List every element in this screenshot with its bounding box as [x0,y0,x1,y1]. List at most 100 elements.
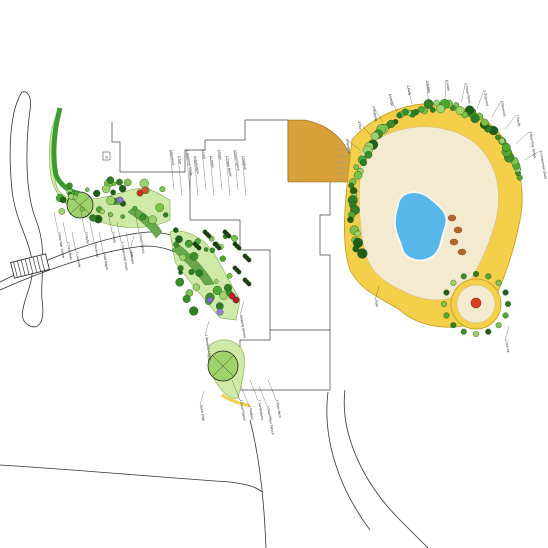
shrub-symbol [110,189,116,196]
shrub-symbol [396,112,403,119]
shrub-symbol [246,257,252,263]
plant-label-text: 3 Azalea [129,251,135,264]
plant-label-text: 6 Liriope [388,94,394,107]
plant-label-text: 3 Boxwood [93,241,100,257]
shrub-symbol [175,277,185,287]
plant-label-text: 1 Fire Pit [504,339,510,352]
shrub-symbol [352,245,360,253]
west-green-band [127,206,163,239]
shrub-symbol [495,134,501,141]
central-bed-label: 3 Dwarf Spirea [233,149,241,191]
plant-label-text: Stone Edge [199,404,206,421]
central-bed-label: 2 Rose [217,149,223,191]
shrub-symbol [450,322,457,329]
plant-label-text: Lawn [129,249,134,257]
plant-label-text: 2 Yew [177,155,183,165]
shrub-symbol [481,118,489,127]
plant-label-text: 3 Yew [357,121,363,131]
pool-arc-label: 3 Blue Rug Juniper [515,131,537,160]
central-bed-label: 1 Crape Myrtle [225,155,233,197]
shrub-symbol [455,106,465,115]
shrub-symbol [73,190,79,196]
central-bed-label: 2 Yew [177,155,183,197]
plant-label-text: 1 Redbud [248,405,254,420]
misc-label: 1 Weeping Cherry [204,320,212,361]
driveway-curve [343,389,429,548]
shrub-symbol [498,137,505,145]
plant-label-text: 3 Azalea [425,80,431,93]
shrub-symbol [192,283,200,291]
shrub-symbol [106,176,115,184]
shrub-symbol [465,105,475,115]
shrub-symbol [189,306,199,316]
plant-label-text: 4 Boxwood [500,100,507,116]
plant-label-text: 7 Daylily [515,114,521,127]
shrub-symbol [59,196,67,204]
shrub-symbol [178,270,183,275]
pool-arc-label: 3 Yew [357,121,371,135]
south-bed-label: 3 Dwarf Blue Spruce [258,385,275,435]
shrub-symbol [353,171,363,180]
pool-arc-label: 1 Dogwood [477,90,490,109]
shrub-symbol [436,104,446,114]
plant-label-text: 1 Coral Bells [66,241,73,260]
plant-label-text: 4 Boxwood [169,149,176,165]
boulder [453,226,463,234]
plant-label-text: 2 Crape Myrtle [464,83,472,105]
west-bed-label: 1 Ornamental Grass [116,221,129,271]
shrub-symbol [132,206,138,211]
shrub-symbol [209,247,216,254]
west-bed-label: 3 Azalea [125,231,135,264]
pool-arc-label: 4 Boxwood [491,100,507,118]
shrub-symbol [364,150,373,159]
shrub-symbol [213,279,219,284]
shrub-symbol [485,273,492,280]
pool-arc-label: 1 Magnolia [372,106,383,122]
shrub-symbol [502,289,509,296]
north-arrow: N [102,151,111,161]
central-bed-label: 4 Boxwood [169,149,176,191]
misc-label: Stepping Stones [239,300,247,339]
plant-label-text: 1 Weeping Cherry [204,334,212,360]
shrub-symbol [175,235,183,244]
shrub-symbol [236,245,242,251]
shrub-symbol [159,186,166,193]
shrub-symbol [189,252,199,261]
fire-pit-patio [450,278,502,330]
shrub-symbol [148,215,157,225]
shrub-symbol [163,212,169,218]
shrub-symbol [505,301,512,308]
plant-label-text: 2 Rose [217,149,223,160]
west-bed-label: 2 Hosta [107,211,117,243]
west-lawn-outline [9,91,44,328]
pool-arc-label: 5 Ornamental Grass [524,150,548,180]
south-bed-label: 1 Redbud [240,385,254,420]
shrub-symbol [495,279,502,286]
shrub-symbol [417,106,425,113]
plant-label-text: 5 Daylily [84,231,90,244]
shrub-symbol [354,230,361,237]
plant-label-text: 1 Magnolia [372,106,379,122]
shrub-symbol [206,296,214,304]
pool-arc-label: 3 Azalea [425,80,431,101]
plant-label-text: 1 Dogwood [483,90,490,107]
west-bed-label: 1 Lavender [71,231,82,269]
south-road [249,419,267,548]
shrub-symbol [136,189,144,197]
central-bed-label: 1 Redbud [241,155,247,197]
shrub-symbol [84,187,90,193]
pool-coping [394,191,448,262]
central-bed-label: 1 Japanese Maple [185,149,194,191]
plant-label-text: 1 Dwarf Spruce [138,231,146,254]
shrub-symbol [357,248,368,259]
shrub-symbol [433,99,440,107]
shrub-symbol [139,213,147,221]
shrub-symbol [429,106,436,113]
shrub-symbol [236,269,242,275]
boulder [447,214,457,222]
shrub-symbol [216,308,224,316]
shrub-symbol [139,178,149,188]
shrub-symbol [173,241,180,248]
plant-label-text: 3 Dwarf Blue Spruce [266,405,275,435]
